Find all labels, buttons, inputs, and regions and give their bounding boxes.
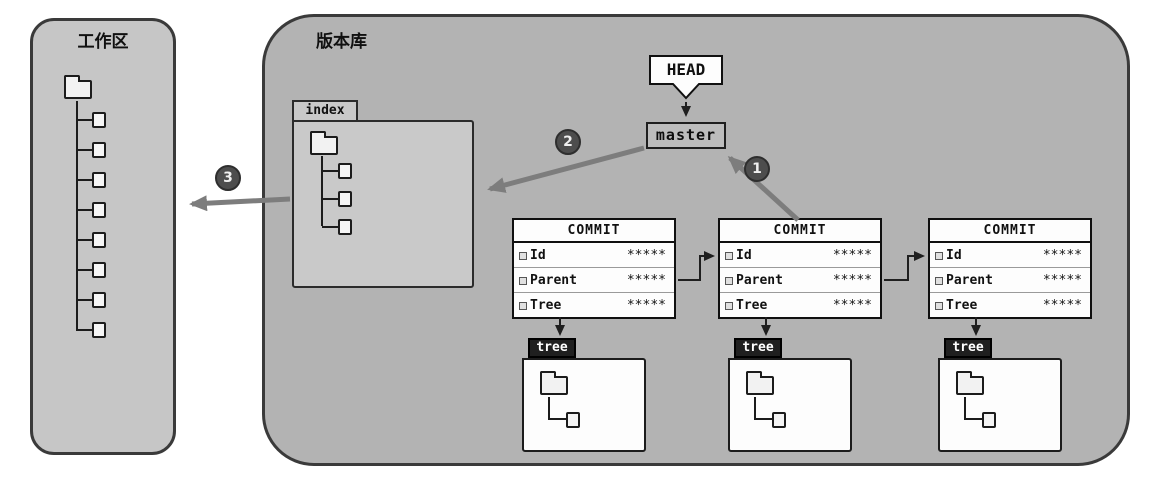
workspace-tree-branch xyxy=(77,209,92,211)
commit-row-tree: Tree ***** xyxy=(514,293,674,317)
workspace-tree-branch xyxy=(77,269,92,271)
workspace-tree-branch xyxy=(77,119,92,121)
commit-field-value: ***** xyxy=(832,247,872,263)
commit-row-parent: Parent ***** xyxy=(720,268,880,293)
commit-row-id: Id ***** xyxy=(720,243,880,268)
commit-field-key: Id xyxy=(530,247,546,263)
tree-connector xyxy=(754,397,756,420)
step-1-badge: 1 xyxy=(744,156,770,182)
workspace-tree-branch xyxy=(77,329,92,331)
tree-folder-tab: tree xyxy=(734,338,782,358)
commit-field-key: Id xyxy=(736,247,752,263)
file-icon xyxy=(772,412,786,428)
tree-folder xyxy=(728,358,852,452)
commit-header: COMMIT xyxy=(720,220,880,243)
commit-table: COMMIT Id ***** Parent ***** Tree ***** xyxy=(718,218,882,319)
workspace-file-icon xyxy=(92,232,106,248)
commit-field-key: Tree xyxy=(736,297,768,313)
commit-row-id: Id ***** xyxy=(930,243,1090,268)
commit-row-tree: Tree ***** xyxy=(720,293,880,317)
commit-field-value: ***** xyxy=(626,272,666,288)
folder-icon xyxy=(746,371,774,395)
workspace-tree-branch xyxy=(77,149,92,151)
workspace-file-icon xyxy=(92,172,106,188)
tree-folder xyxy=(522,358,646,452)
commit-field-value: ***** xyxy=(1042,247,1082,263)
commit-field-key: Tree xyxy=(946,297,978,313)
tree-connector xyxy=(548,397,550,420)
tree-folder xyxy=(938,358,1062,452)
commit-row-tree: Tree ***** xyxy=(930,293,1090,317)
step-3-badge: 3 xyxy=(215,165,241,191)
index-file-icon xyxy=(338,163,352,179)
index-tree-branch xyxy=(322,226,338,228)
commit-header: COMMIT xyxy=(930,220,1090,243)
tree-folder-tab: tree xyxy=(944,338,992,358)
commit-row-parent: Parent ***** xyxy=(514,268,674,293)
index-tree-branch xyxy=(322,198,338,200)
commit-table: COMMIT Id ***** Parent ***** Tree ***** xyxy=(512,218,676,319)
workspace-file-icon xyxy=(92,292,106,308)
commit-field-value: ***** xyxy=(626,297,666,313)
workspace-file-icon xyxy=(92,202,106,218)
file-icon xyxy=(566,412,580,428)
workspace-tree-trunk xyxy=(76,101,78,331)
tree-connector xyxy=(754,418,772,420)
index-tree-branch xyxy=(322,170,338,172)
workspace-tree-branch xyxy=(77,239,92,241)
commit-table: COMMIT Id ***** Parent ***** Tree ***** xyxy=(928,218,1092,319)
commit-field-value: ***** xyxy=(832,297,872,313)
tree-connector xyxy=(964,397,966,420)
commit-field-value: ***** xyxy=(626,247,666,263)
step-2-badge: 2 xyxy=(555,129,581,155)
repository-title: 版本库 xyxy=(316,32,367,52)
index-folder-icon xyxy=(310,131,338,155)
tree-connector xyxy=(964,418,982,420)
workspace-file-icon xyxy=(92,112,106,128)
commit-field-key: Id xyxy=(946,247,962,263)
master-branch-box: master xyxy=(646,122,726,149)
index-file-icon xyxy=(338,219,352,235)
workspace-file-icon xyxy=(92,322,106,338)
index-folder-tab: index xyxy=(292,100,358,120)
workspace-tree-branch xyxy=(77,299,92,301)
commit-field-key: Parent xyxy=(736,272,783,288)
workspace-tree-branch xyxy=(77,179,92,181)
workspace-title: 工作区 xyxy=(77,32,129,52)
tree-folder-tab: tree xyxy=(528,338,576,358)
commit-field-key: Parent xyxy=(946,272,993,288)
tree-connector xyxy=(548,418,566,420)
commit-field-value: ***** xyxy=(1042,272,1082,288)
commit-row-parent: Parent ***** xyxy=(930,268,1090,293)
commit-header: COMMIT xyxy=(514,220,674,243)
commit-field-key: Tree xyxy=(530,297,562,313)
commit-field-value: ***** xyxy=(832,272,872,288)
index-file-icon xyxy=(338,191,352,207)
workspace-folder-icon xyxy=(64,75,92,99)
folder-icon xyxy=(540,371,568,395)
commit-field-value: ***** xyxy=(1042,297,1082,313)
file-icon xyxy=(982,412,996,428)
index-tree-trunk xyxy=(321,156,323,226)
workspace-file-icon xyxy=(92,262,106,278)
commit-row-id: Id ***** xyxy=(514,243,674,268)
head-label: HEAD xyxy=(666,60,706,79)
workspace-file-icon xyxy=(92,142,106,158)
commit-field-key: Parent xyxy=(530,272,577,288)
folder-icon xyxy=(956,371,984,395)
